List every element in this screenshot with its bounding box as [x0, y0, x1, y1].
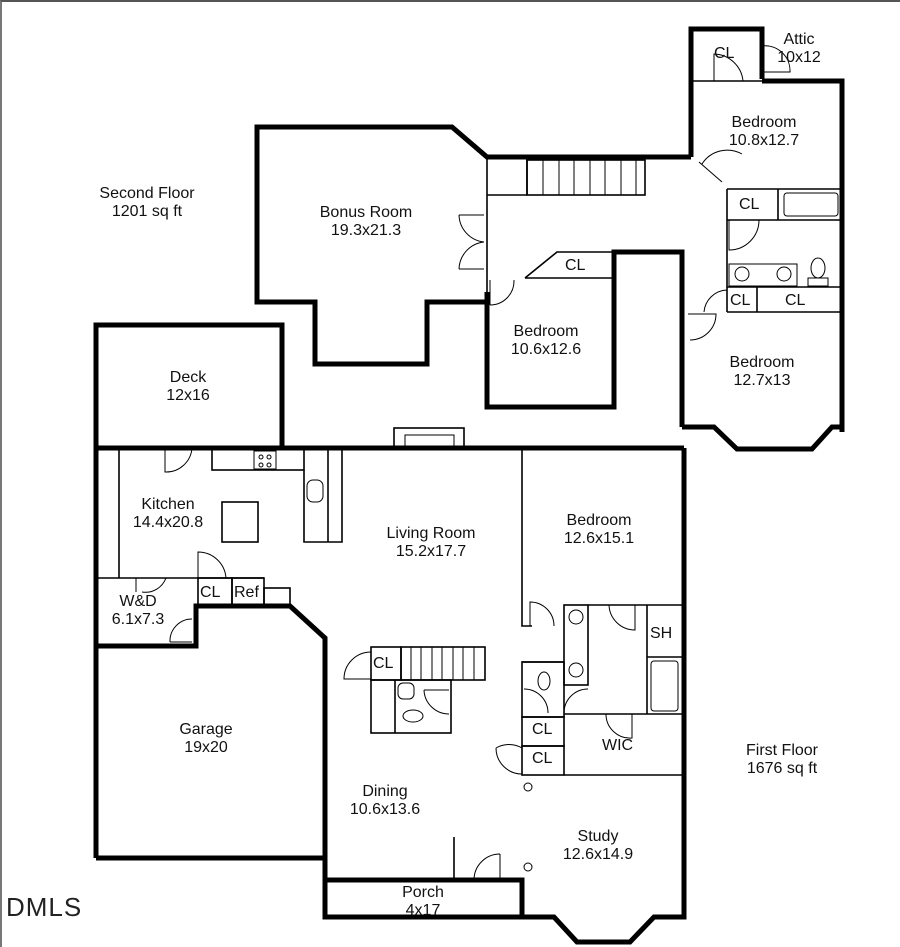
- room-dims: 12.6x15.1: [563, 530, 635, 547]
- room-bedroom-main: Bedroom 12.6x15.1: [564, 512, 634, 548]
- floor-area: 1676 sq ft: [746, 760, 818, 777]
- room-dims: 10x12: [777, 49, 821, 66]
- closet-label: CL: [532, 721, 553, 738]
- watermark: DMLS: [6, 892, 83, 922]
- room-porch: Porch 4x17: [402, 884, 444, 920]
- room-name: Deck: [169, 369, 207, 386]
- room-bedroom-up-2: Bedroom 10.6x12.6: [511, 323, 581, 359]
- room-name: Living Room: [386, 525, 476, 542]
- walk-in-closet-label: WIC: [602, 737, 634, 754]
- room-dims: 6.1x7.3: [111, 611, 165, 628]
- room-name: Attic: [783, 31, 815, 48]
- room-dims: 10.8x12.7: [728, 132, 800, 149]
- room-garage: Garage 19x20: [179, 721, 232, 757]
- room-name: Dining: [362, 783, 408, 800]
- room-deck: Deck 12x16: [166, 369, 210, 405]
- room-dims: 12x16: [166, 387, 210, 404]
- room-dims: 19x20: [184, 739, 228, 756]
- room-name: Study: [577, 828, 619, 845]
- room-name: Porch: [402, 884, 444, 901]
- room-dims: 12.7x13: [733, 372, 791, 389]
- closet-label: CL: [714, 45, 735, 62]
- floor-label-second: Second Floor 1201 sq ft: [99, 185, 194, 221]
- room-name: Bedroom: [566, 512, 632, 529]
- room-name: Bedroom: [729, 354, 795, 371]
- room-name: Kitchen: [141, 496, 195, 513]
- room-bedroom-up-3: Bedroom 12.7x13: [730, 354, 795, 390]
- room-name: Bonus Room: [319, 204, 413, 221]
- room-dining: Dining 10.6x13.6: [350, 783, 420, 819]
- room-name: Bedroom: [731, 114, 797, 131]
- room-living-room: Living Room 15.2x17.7: [387, 525, 476, 561]
- room-name: W&D: [119, 593, 157, 610]
- floor-area: 1201 sq ft: [111, 203, 183, 220]
- room-bonus-room: Bonus Room 19.3x21.3: [320, 204, 413, 240]
- room-wd: W&D 6.1x7.3: [112, 593, 164, 629]
- room-name: Garage: [179, 721, 233, 738]
- room-dims: 12.6x14.9: [562, 846, 634, 863]
- room-dims: 15.2x17.7: [395, 543, 467, 560]
- room-study: Study 12.6x14.9: [563, 828, 633, 864]
- floor-name: Second Floor: [99, 185, 195, 202]
- shower-label: SH: [650, 625, 673, 642]
- floor-label-first: First Floor 1676 sq ft: [746, 742, 818, 778]
- closet-label: CL: [739, 196, 760, 213]
- closet-label: CL: [373, 655, 394, 672]
- closet-label: CL: [785, 292, 806, 309]
- room-dims: 10.6x13.6: [349, 801, 421, 818]
- room-attic: Attic 10x12: [777, 31, 821, 67]
- room-dims: 14.4x20.8: [132, 514, 204, 531]
- refrigerator-label: Ref: [234, 584, 259, 601]
- room-dims: 4x17: [405, 902, 441, 919]
- room-bedroom-up-1: Bedroom 10.8x12.7: [729, 114, 799, 150]
- closet-label: CL: [730, 292, 751, 309]
- floor-name: First Floor: [746, 742, 818, 759]
- room-name: Bedroom: [513, 323, 579, 340]
- room-dims: 19.3x21.3: [330, 222, 402, 239]
- closet-label: CL: [565, 257, 586, 274]
- closet-label: CL: [200, 584, 221, 601]
- room-kitchen: Kitchen 14.4x20.8: [133, 496, 203, 532]
- closet-label: CL: [532, 750, 553, 767]
- room-dims: 10.6x12.6: [510, 341, 582, 358]
